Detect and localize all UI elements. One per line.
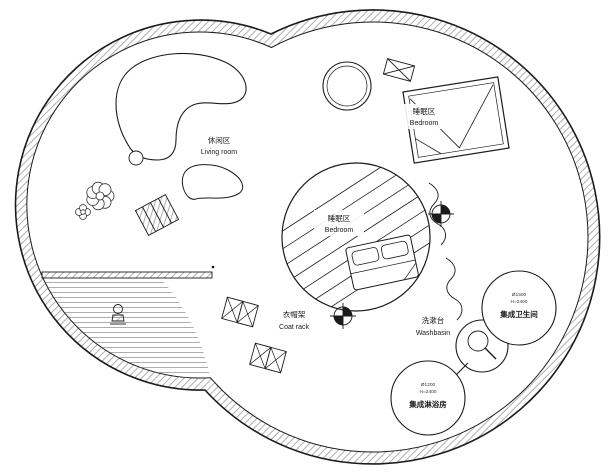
shower-pod-label: 集成淋浴房 [408, 399, 447, 409]
bedroom-center-label-zh: 睡眠区 [328, 214, 351, 223]
coat-rack-label-zh: 衣帽架 [283, 309, 306, 319]
bedroom-center-label-en: Bedroom [325, 227, 354, 234]
deck-floor [45, 281, 211, 378]
label-backer-upper [402, 104, 448, 129]
coat-rack-label-en: Coat rack [279, 324, 309, 331]
floor-mat [134, 194, 180, 236]
plant-icon [75, 181, 115, 220]
label-backer-center [314, 210, 364, 236]
living-room: 休闲区 Living room [75, 52, 247, 236]
pillow [351, 247, 380, 266]
wall-outer-edge [14, 9, 601, 465]
living-room-label-en: Living room [201, 149, 237, 156]
washbasin-label-en: Washbasin [416, 330, 450, 337]
bed-upper [402, 76, 510, 164]
bed-fold [415, 138, 442, 155]
bathroom-pod-label: 集成卫生间 [499, 309, 538, 319]
curved-sofa [115, 52, 247, 161]
entry-fixture-icon [110, 304, 126, 325]
washbasin-label-zh: 洗漱台 [422, 315, 445, 325]
bedroom-upper-label-en: Bedroom [410, 120, 439, 127]
pillow [380, 240, 409, 260]
bedroom-upper-label-zh: 睡眠区 [413, 107, 436, 116]
partition-wall [41, 271, 213, 279]
shower-pod: Ø1200 H=2400 集成淋浴房 [390, 360, 466, 436]
survey-marker-icon [428, 201, 454, 227]
bedroom-core: 睡眠区 Bedroom [281, 162, 431, 312]
side-table [128, 150, 144, 166]
round-table [322, 61, 372, 111]
shower-spec-1: Ø1200 [421, 382, 436, 388]
ac-unit-icon [382, 58, 416, 82]
bed-center [345, 234, 419, 291]
coat-rack-unit [221, 296, 259, 328]
dot [211, 265, 215, 269]
living-room-label-zh: 休闲区 [208, 135, 231, 145]
bathroom-spec-1: Ø1500 [512, 292, 527, 298]
curtain-squiggle [445, 257, 463, 321]
outer-wall [14, 9, 601, 465]
bathroom-pod: Ø1500 H=2400 集成卫生间 [481, 270, 557, 346]
coat-rack-unit [249, 342, 287, 374]
coffee-table [181, 164, 244, 200]
survey-marker-icon [330, 303, 356, 329]
curtain-squiggle [428, 182, 446, 246]
wall-inner-edge [26, 21, 589, 453]
bathroom-spec-2: H=2400 [511, 299, 528, 305]
shower-spec-2: H=2400 [420, 389, 437, 395]
